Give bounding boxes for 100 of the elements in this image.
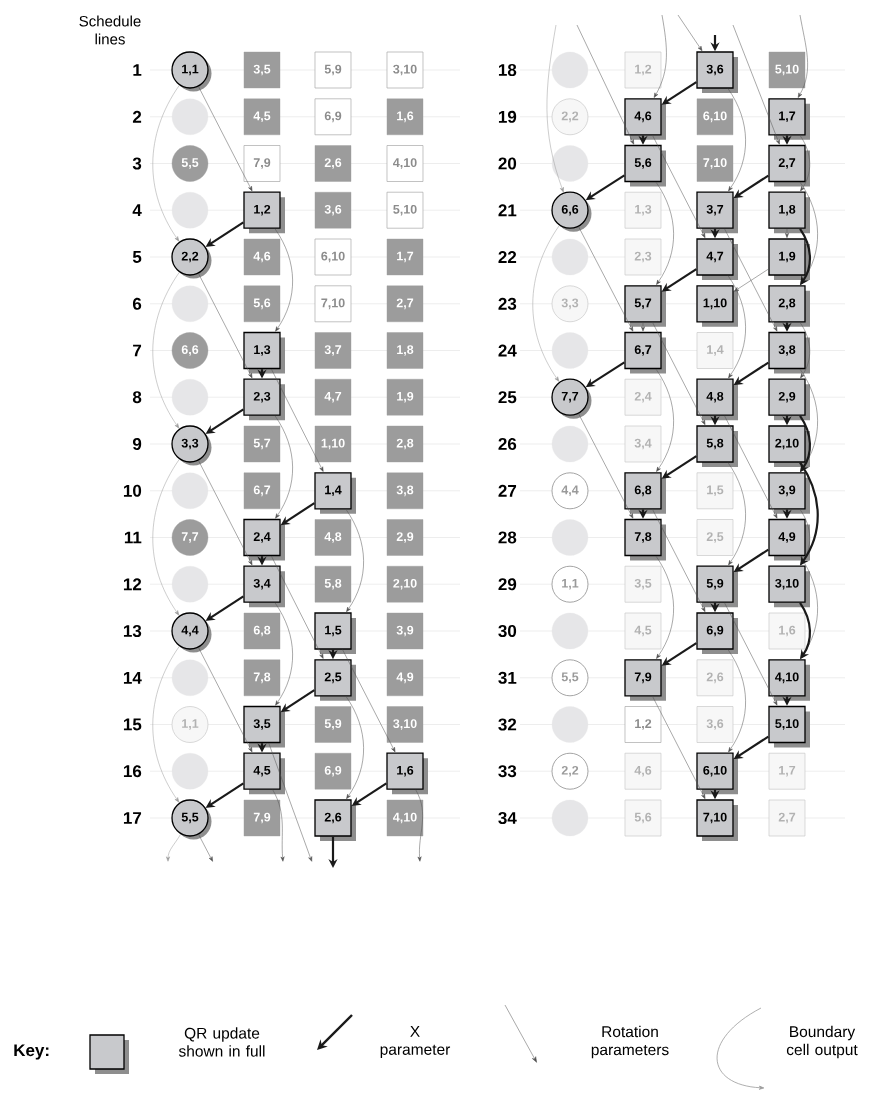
internal-cell: 7,10 <box>696 799 738 841</box>
internal-cell: 3,8 <box>768 331 810 374</box>
internal-cell: 3,7 <box>696 191 738 234</box>
internal-cell: 1,6 <box>386 98 424 135</box>
legend-text: Rotation parameters <box>591 1025 669 1059</box>
boundary-cell <box>171 379 209 416</box>
boundary-cell: 1,1 <box>171 706 209 743</box>
row-number: 3 <box>132 157 142 170</box>
internal-cell: 3,10 <box>768 565 810 608</box>
internal-cell: 6,9 <box>314 753 352 790</box>
row-number: 19 <box>498 110 517 123</box>
internal-cell: 3,5 <box>243 51 281 89</box>
internal-cell: 4,10 <box>386 145 424 182</box>
internal-cell: 5,8 <box>696 425 738 467</box>
row-number: 18 <box>498 64 517 77</box>
row-number: 21 <box>498 204 517 217</box>
rotation-arrow <box>342 649 396 753</box>
rotation-arrow <box>727 462 746 566</box>
boundary-cell <box>171 192 209 229</box>
rotation-arrow <box>724 602 778 706</box>
rotation-arrow <box>641 322 645 332</box>
rotation-arrow <box>732 24 780 145</box>
internal-cell: 5,9 <box>314 706 352 743</box>
rotation-arrow <box>198 460 253 566</box>
row-number: 25 <box>498 391 517 404</box>
boundary-output-arrow <box>546 24 564 193</box>
internal-cell: 5,10 <box>386 191 424 229</box>
internal-cell: 6,7 <box>624 331 666 374</box>
internal-cell: 3,8 <box>386 472 424 509</box>
internal-cell: 5,6 <box>624 799 662 837</box>
internal-cell: 6,9 <box>314 98 352 136</box>
boundary-cell: 1,1 <box>171 51 212 92</box>
boundary-cell <box>171 659 209 696</box>
rotation-arrow <box>655 181 674 285</box>
row-number: 9 <box>132 438 142 451</box>
row-number: 1 <box>133 64 142 76</box>
row-number: 23 <box>498 297 517 310</box>
row-number: 22 <box>498 251 517 263</box>
internal-cell: 2,9 <box>386 519 424 556</box>
boundary-cell: 6,6 <box>171 332 209 369</box>
internal-cell: 4,9 <box>386 659 424 696</box>
internal-cell: 3,9 <box>386 612 424 650</box>
internal-cell: 4,5 <box>243 98 281 135</box>
internal-cell: 5,7 <box>624 285 666 327</box>
internal-cell: 1,2 <box>624 706 662 743</box>
boundary-cell: 2,2 <box>551 752 589 790</box>
boundary-cell: 5,5 <box>171 145 209 182</box>
row-number: 27 <box>498 484 517 497</box>
internal-cell: 3,6 <box>314 192 352 229</box>
internal-cell: 2,8 <box>386 425 424 463</box>
internal-cell: 6,9 <box>696 612 738 654</box>
boundary-cell <box>551 519 589 556</box>
row-number: 33 <box>498 765 517 778</box>
internal-cell: 7,10 <box>696 145 734 182</box>
row-number: 29 <box>498 578 517 591</box>
internal-cell: 7,8 <box>243 659 281 696</box>
internal-cell: 5,9 <box>314 51 352 89</box>
boundary-cell <box>171 285 209 322</box>
internal-cell: 4,10 <box>768 659 810 701</box>
rotation-arrow <box>274 415 293 519</box>
rotation-arrow <box>271 555 324 659</box>
rotation-arrow <box>198 273 253 379</box>
rotation-arrow <box>727 275 746 379</box>
internal-cell: 5,6 <box>243 285 281 322</box>
internal-cell: 3,4 <box>243 565 285 608</box>
rotation-arrow <box>272 789 285 862</box>
rotation-arrow <box>345 509 364 612</box>
row-number: 17 <box>123 812 142 824</box>
internal-cell: 1,7 <box>768 98 810 140</box>
internal-cell: 4,6 <box>624 98 666 140</box>
internal-cell: 1,3 <box>243 331 285 374</box>
row-number: 6 <box>132 297 142 310</box>
internal-cell: 5,7 <box>243 425 281 463</box>
rotation-arrow <box>727 88 746 192</box>
boundary-cell: 6,6 <box>551 191 592 232</box>
internal-cell: 1,8 <box>386 332 424 369</box>
internal-cell: 1,5 <box>314 612 356 654</box>
boundary-cell: 7,7 <box>551 378 592 419</box>
internal-cell: 6,8 <box>624 472 666 514</box>
row-number: 16 <box>123 765 142 778</box>
internal-cell: 2,5 <box>696 519 734 556</box>
column-heading: Schedule lines <box>79 15 141 45</box>
row-number: 26 <box>498 438 517 451</box>
rotation-arrow <box>797 14 808 98</box>
internal-cell: 7,10 <box>314 285 352 323</box>
row-number: 5 <box>132 251 142 263</box>
boundary-output-arrow <box>152 459 180 616</box>
boundary-cell: 5,5 <box>551 659 589 697</box>
rotation-arrow <box>652 509 706 612</box>
internal-cell: 4,8 <box>696 378 738 421</box>
boundary-cell: 1,1 <box>551 565 589 603</box>
internal-cell: 2,6 <box>314 799 356 841</box>
rotation-arrow <box>198 834 213 862</box>
internal-cell: 3,10 <box>386 51 424 89</box>
internal-cell: 4,10 <box>386 799 424 837</box>
internal-cell: 5,10 <box>768 51 806 89</box>
internal-cell: 1,2 <box>243 191 285 234</box>
boundary-output-arrow <box>152 646 180 803</box>
internal-cell: 1,4 <box>314 472 356 514</box>
internal-cell: 4,6 <box>243 238 281 276</box>
